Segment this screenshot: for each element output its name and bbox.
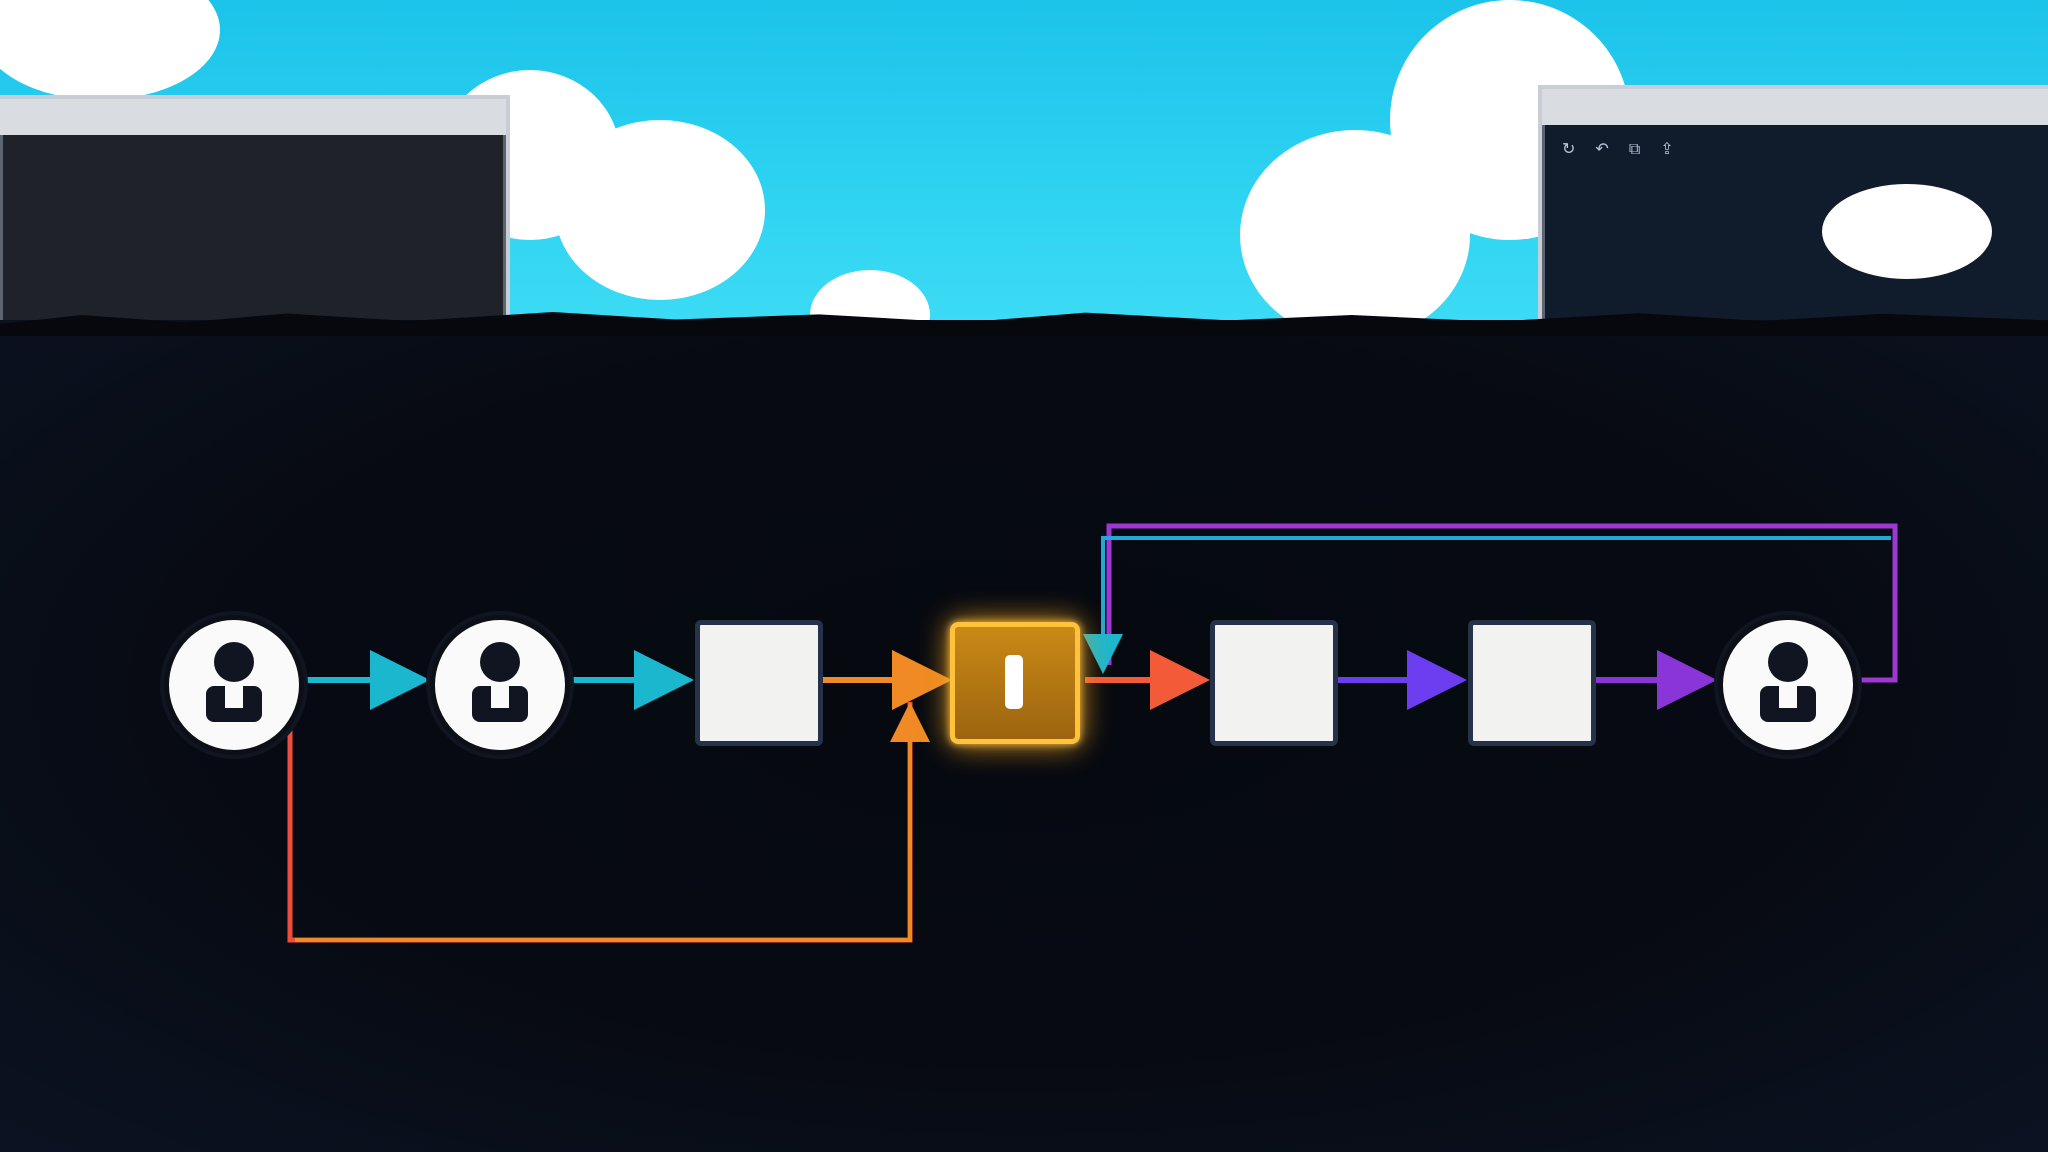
lower-feedback-loop-orange [295, 702, 930, 942]
undo-icon[interactable]: ↶ [1595, 139, 1609, 158]
active-task-indicator-icon [1005, 655, 1023, 709]
user-icon [472, 642, 528, 722]
active-task-node[interactable] [950, 622, 1080, 744]
left-code-window [0, 95, 510, 338]
refresh-icon[interactable]: ↻ [1562, 139, 1576, 158]
copy-icon[interactable]: ⧉ [1628, 139, 1641, 158]
user-node-3[interactable] [1718, 615, 1858, 755]
task-node-3[interactable] [1468, 620, 1596, 746]
task-node-2[interactable] [1210, 620, 1338, 746]
user-icon [1760, 642, 1816, 722]
left-window-titlebar [0, 99, 506, 135]
upper-feedback-loop-purple [1106, 523, 1898, 683]
user-icon [206, 642, 262, 722]
user-node-1[interactable] [164, 615, 304, 755]
user-node-2[interactable] [430, 615, 570, 755]
upper-feedback-loop-cyan [1083, 536, 1891, 674]
cloud-sync-icon [1822, 184, 1992, 279]
right-window-titlebar [1542, 89, 2048, 125]
share-icon[interactable]: ⇪ [1660, 139, 1674, 158]
right-window-toolbar: ↻ ↶ ⧉ ⇪ [1562, 139, 1674, 159]
task-node-1[interactable] [695, 620, 823, 746]
right-dashboard-window: ↻ ↶ ⧉ ⇪ [1538, 85, 2048, 338]
cloud [555, 120, 765, 300]
